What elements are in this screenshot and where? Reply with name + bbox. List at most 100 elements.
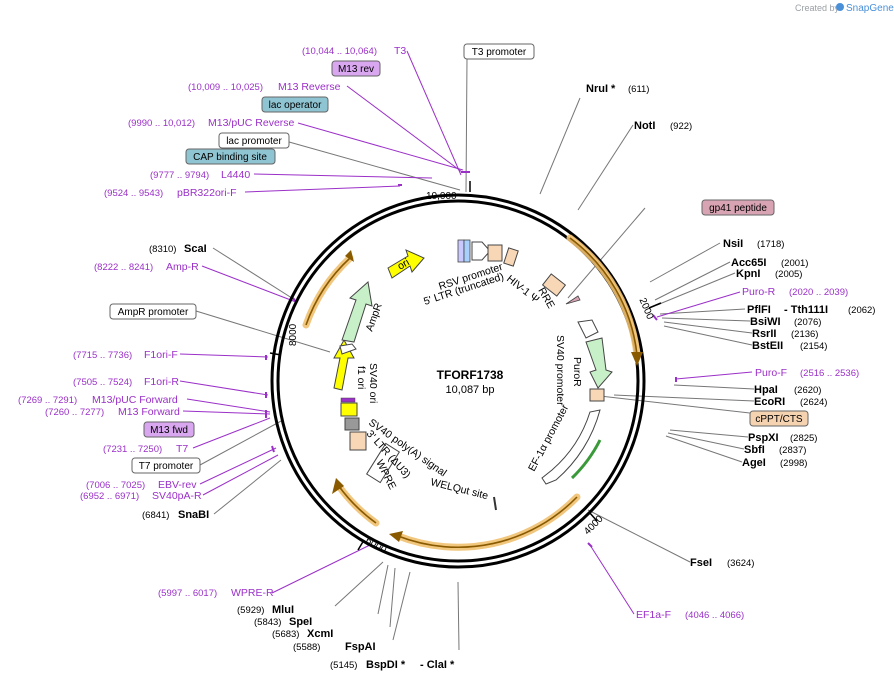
cppt-cts-box: cPPT/CTS — [749, 410, 809, 427]
primer-pos: (4046 .. 4066) — [685, 610, 744, 621]
lac-operator-label: lac operator — [269, 100, 322, 111]
primer-name: M13/pUC Forward — [92, 394, 178, 406]
primer-name: M13/pUC Reverse — [208, 117, 295, 129]
site-name: BsiWI — [750, 316, 781, 328]
site-pos: (8310) — [149, 244, 176, 255]
plasmid-size: 10,087 bp — [446, 384, 495, 396]
primer-name: M13 Reverse — [278, 81, 341, 93]
site-pos: (2062) — [848, 305, 875, 316]
primer-pos: (9524 .. 9543) — [104, 188, 163, 199]
gp41-peptide-box: gp41 peptide — [701, 199, 775, 216]
site-name: AgeI — [742, 457, 766, 469]
primer-pos: (10,044 .. 10,064) — [302, 46, 377, 57]
site-pos: (2005) — [775, 269, 802, 280]
site-pos: (2136) — [791, 329, 818, 340]
site-name: SpeI — [289, 616, 312, 628]
site-name: NruI * — [586, 83, 616, 95]
site-name: SnaBI — [178, 509, 209, 521]
plasmid-backbone-inner — [276, 199, 640, 563]
gp41-peptide-label: gp41 peptide — [709, 203, 767, 214]
site-pos: (2998) — [780, 458, 807, 469]
primer-name: pBR322ori-F — [177, 187, 237, 199]
site-pos: (2620) — [794, 385, 821, 396]
m13-rev-box: M13 rev — [331, 60, 381, 77]
site-name: FspAI — [345, 641, 376, 653]
cppt-cts-label: cPPT/CTS — [755, 414, 803, 425]
ori-label: ori — [396, 256, 412, 272]
site-pos: (2624) — [800, 397, 827, 408]
site-name: XcmI — [307, 628, 333, 640]
primer-name: T7 — [176, 443, 188, 455]
site-pos: (2837) — [779, 445, 806, 456]
ampr-promoter-label: AmpR promoter — [118, 307, 189, 318]
site-name: Acc65I — [731, 257, 766, 269]
primer-leader-lines — [179, 50, 753, 615]
t3-promoter-label: T3 promoter — [472, 47, 527, 58]
lac-operator-box: lac operator — [261, 96, 329, 113]
cap-binding-site-label: CAP binding site — [193, 152, 267, 163]
site-name: PspXI — [748, 432, 779, 444]
tick-8000: 8000 — [288, 323, 299, 346]
site-name: NsiI — [723, 238, 743, 250]
primer-name: L4440 — [221, 169, 250, 181]
site-pos: (611) — [628, 84, 649, 95]
site-pos: (5683) — [272, 629, 299, 640]
site-pos: (5843) — [254, 617, 281, 628]
site-name: RsrII — [752, 328, 776, 340]
site-name: PflFI — [747, 304, 771, 316]
site-pos: (2825) — [790, 433, 817, 444]
primer-pos: (7505 .. 7524) — [73, 377, 132, 388]
site-name: FseI — [690, 557, 712, 569]
primer-name: WPRE-R — [231, 587, 274, 599]
site-pos: (922) — [670, 121, 692, 132]
primer-pos: (2516 .. 2536) — [800, 368, 859, 379]
backbone-ticks — [269, 181, 662, 551]
primer-name: Puro-R — [742, 286, 776, 298]
primer-pos: (7269 .. 7291) — [18, 395, 77, 406]
site-name: - Tth111I — [784, 304, 828, 316]
site-pos: (1718) — [757, 239, 784, 250]
site-name: SbfI — [744, 444, 765, 456]
site-name: ScaI — [184, 243, 207, 255]
primer-name: EF1a-F — [636, 609, 671, 621]
site-name: EcoRI — [754, 396, 785, 408]
site-pos: (3624) — [727, 558, 754, 569]
t7-promoter-box: T7 promoter — [131, 457, 201, 474]
welqut-site-label: WELQut site — [429, 476, 489, 502]
primer-pos: (6952 .. 6971) — [80, 491, 139, 502]
plasmid-name: TFORF1738 — [437, 368, 504, 382]
site-pos: (5145) — [330, 660, 357, 671]
site-name: BspDI * — [366, 659, 406, 671]
orf-arrowheads — [332, 250, 643, 542]
site-name: KpnI — [736, 268, 760, 280]
primer-name: F1ori-R — [144, 376, 179, 388]
m13-fwd-label: M13 fwd — [150, 425, 188, 436]
primer-pos: (9990 .. 10,012) — [128, 118, 195, 129]
site-name: - ClaI * — [420, 659, 455, 671]
site-pos: (2076) — [794, 317, 821, 328]
primer-pos: (7715 .. 7736) — [73, 350, 132, 361]
primer-pos: (9777 .. 9794) — [150, 170, 209, 181]
m13-rev-label: M13 rev — [338, 64, 374, 75]
primer-pos: (2020 .. 2039) — [789, 287, 848, 298]
restriction-sites: NruI * (611) NotI (922) NsiI (1718) Acc6… — [142, 83, 875, 671]
f1-ori-label: f1 ori — [355, 366, 367, 389]
primer-name: Amp-R — [166, 261, 199, 273]
primer-pos: (7006 .. 7025) — [86, 480, 145, 491]
sv40-ori-label: SV40 ori — [367, 363, 379, 403]
hiv-psi-label: HIV-1 Ψ — [504, 273, 541, 306]
primer-name: Puro-F — [755, 367, 787, 379]
snapgene-logo-icon — [836, 3, 844, 11]
site-pos: (5929) — [237, 605, 264, 616]
lac-promoter-label: lac promoter — [226, 136, 282, 147]
tick-10000: 10,000 — [426, 191, 457, 202]
primer-labels: (10,044 .. 10,064) T3 (10,009 .. 10,025)… — [18, 45, 859, 621]
primer-name: EBV-rev — [158, 479, 197, 491]
primer-name: SV40pA-R — [152, 490, 202, 502]
puror-label: PuroR — [571, 357, 583, 387]
site-pos: (6841) — [142, 510, 169, 521]
t7-promoter-label: T7 promoter — [139, 461, 194, 472]
plasmid-backbone-outer — [270, 193, 646, 569]
site-name: HpaI — [754, 384, 778, 396]
